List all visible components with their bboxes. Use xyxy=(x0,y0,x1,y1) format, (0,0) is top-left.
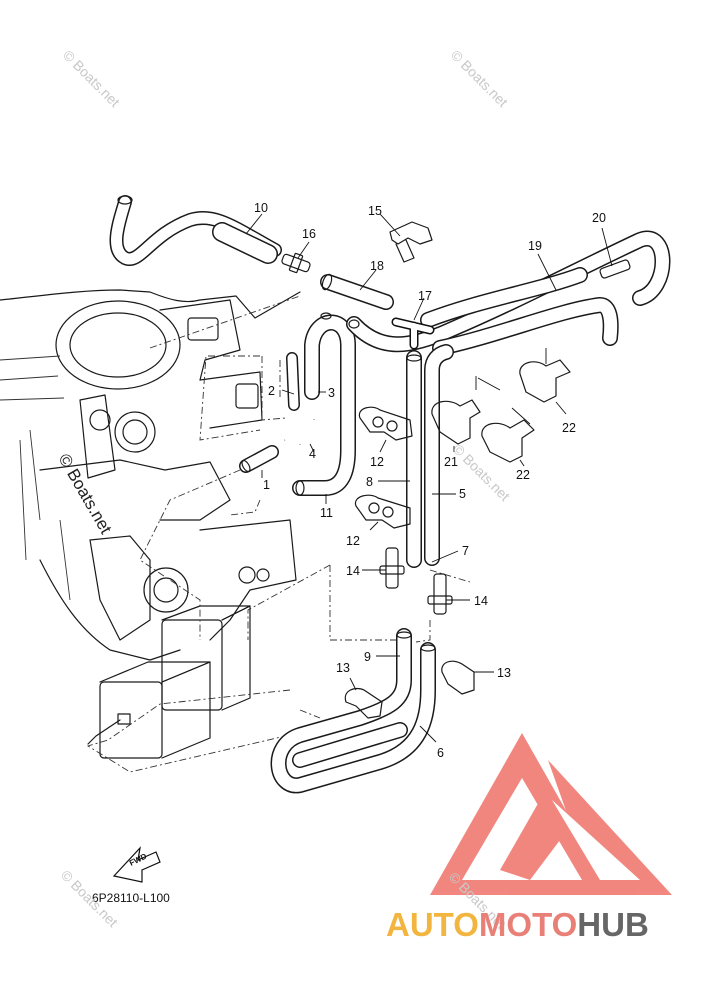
callout-3: 3 xyxy=(328,386,335,400)
holder-12-lower xyxy=(354,494,411,529)
callout-7: 7 xyxy=(462,544,469,558)
fitting-14-left xyxy=(379,547,405,589)
callout-8: 8 xyxy=(366,475,373,489)
callout-4: 4 xyxy=(309,447,316,461)
callout-13-right: 13 xyxy=(497,666,511,680)
fwd-arrow-icon: FWD xyxy=(112,846,161,883)
callout-19: 19 xyxy=(528,239,542,253)
hose-2 xyxy=(286,352,300,411)
clamp-22-b xyxy=(519,359,571,403)
automotohub-logo-mark xyxy=(430,733,672,895)
pipe-1 xyxy=(239,445,279,473)
callout-6: 6 xyxy=(437,746,444,760)
watermark-top-left: © Boats.net xyxy=(60,47,123,110)
hose-8-5 xyxy=(406,344,454,568)
callout-22-lower: 22 xyxy=(516,468,530,482)
automotohub-wordmark: AUTOMOTOHUB xyxy=(386,906,649,944)
tee-17 xyxy=(391,317,435,350)
callout-14-right: 14 xyxy=(474,594,488,608)
watermarks: © Boats.net © Boats.net © Boats.net © Bo… xyxy=(55,47,514,932)
callout-17: 17 xyxy=(418,289,432,303)
callout-21: 21 xyxy=(444,455,458,469)
brand-part-moto: MOTO xyxy=(478,906,578,943)
callout-12-lower: 12 xyxy=(346,534,360,548)
callout-18: 18 xyxy=(370,259,384,273)
joint-4 xyxy=(284,419,316,445)
clip-13-left xyxy=(344,687,383,719)
callout-11: 11 xyxy=(320,506,333,520)
clip-15 xyxy=(389,221,433,263)
callout-22-upper: 22 xyxy=(562,421,576,435)
fitting-14-right xyxy=(427,573,453,615)
callout-14-left: 14 xyxy=(346,564,360,578)
callout-10: 10 xyxy=(254,201,268,215)
callout-20: 20 xyxy=(592,211,606,225)
clamp-21 xyxy=(431,399,481,445)
callout-12-upper: 12 xyxy=(370,455,384,469)
fitting-20 xyxy=(599,259,631,279)
callout-13-left: 13 xyxy=(336,661,350,675)
hose-11 xyxy=(292,312,356,496)
callouts: 10 16 15 18 17 19 20 2 3 4 1 11 12 8 5 1… xyxy=(245,201,613,760)
engine-block-drawing xyxy=(0,289,301,759)
hose-9-6 xyxy=(270,628,436,794)
callout-16: 16 xyxy=(302,227,316,241)
callout-9: 9 xyxy=(364,650,371,664)
hose-18 xyxy=(320,273,394,310)
fitting-16 xyxy=(281,252,311,274)
callout-1: 1 xyxy=(263,478,270,492)
clip-13-right xyxy=(441,660,475,695)
callout-2: 2 xyxy=(268,384,275,398)
callout-5: 5 xyxy=(459,487,466,501)
watermark-side: © Boats.net xyxy=(55,451,116,538)
hose-10 xyxy=(109,195,282,266)
brand-part-auto: AUTO xyxy=(386,906,479,943)
clamp-22-a xyxy=(481,419,535,463)
holder-12-upper xyxy=(358,406,413,441)
callout-15: 15 xyxy=(368,204,382,218)
part-code: 6P28110-L100 xyxy=(92,891,170,905)
routing-dashed-lines xyxy=(86,295,471,773)
hose-19 xyxy=(346,230,671,356)
brand-part-hub: HUB xyxy=(577,906,649,943)
watermark-top-right: © Boats.net xyxy=(448,47,511,110)
